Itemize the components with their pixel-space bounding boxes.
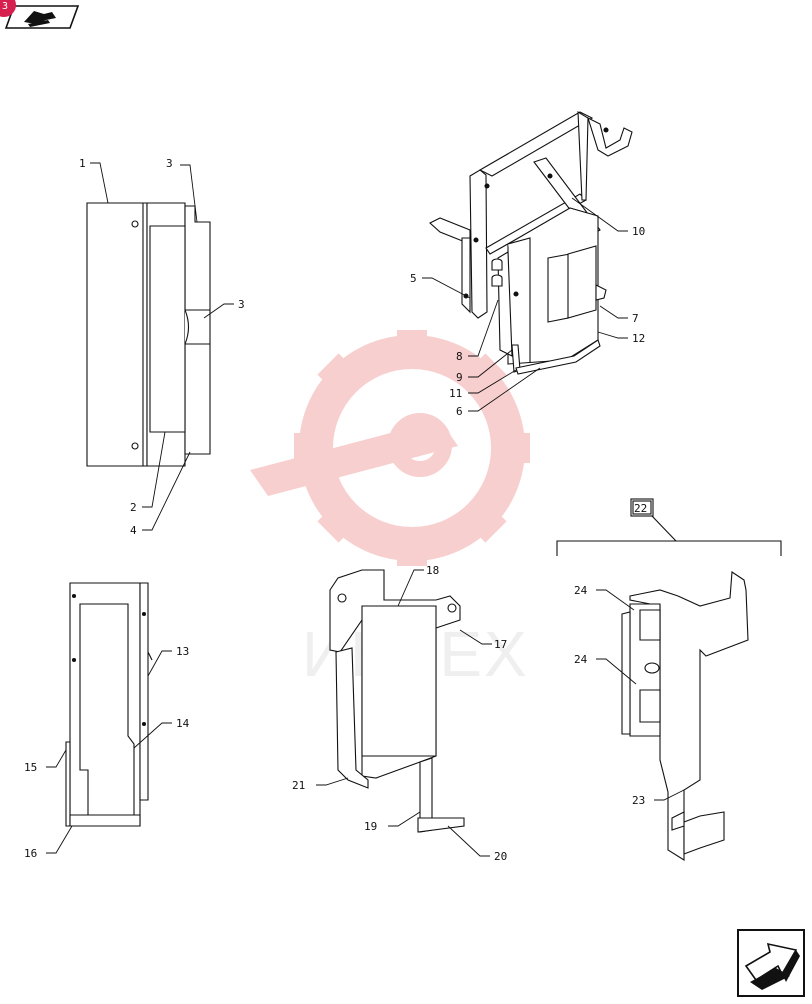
callout-14: 14	[176, 717, 190, 730]
callout-8: 8	[456, 350, 463, 363]
callout-23: 23	[632, 794, 645, 807]
callout-17: 17	[494, 638, 507, 651]
part-group-bracket-assembly	[429, 111, 633, 375]
part-group-panel-left	[86, 202, 211, 467]
callout-6: 6	[456, 405, 463, 418]
callout-11: 11	[449, 387, 462, 400]
svg-text:3: 3	[2, 1, 8, 12]
next-page-arrow-icon[interactable]	[737, 929, 805, 997]
gear-wrench-icon	[294, 330, 530, 566]
kit-bracket	[556, 498, 782, 556]
callout-12: 12	[632, 332, 645, 345]
part-group-panel-bottom-left	[65, 582, 153, 827]
callouts: 1 3 3 2 4 10 5 7 12 8 9 11 6 22 24 24 23…	[24, 157, 647, 863]
callout-2: 2	[130, 501, 137, 514]
callout-13: 13	[176, 645, 189, 658]
page-corner-badge-icon: 3	[0, 0, 16, 17]
part-group-cover-middle	[329, 569, 465, 833]
callout-3-mid: 3	[238, 298, 245, 311]
leader-lines-group-b	[422, 197, 628, 412]
callout-5: 5	[410, 272, 417, 285]
callout-20: 20	[494, 850, 507, 863]
callout-21: 21	[292, 779, 305, 792]
leader-lines-group-c	[46, 650, 172, 854]
callout-3-top: 3	[166, 157, 173, 170]
callout-4: 4	[130, 524, 137, 537]
callout-19: 19	[364, 820, 377, 833]
callout-15: 15	[24, 761, 37, 774]
callout-10: 10	[632, 225, 645, 238]
leader-lines-group-d	[316, 569, 492, 857]
leader-lines-group-e	[596, 589, 685, 801]
callout-24-bottom: 24	[574, 653, 588, 666]
leader-lines-group-a	[90, 162, 234, 531]
callout-7: 7	[632, 312, 639, 325]
part-group-bracket-kit	[621, 571, 749, 861]
callout-1: 1	[79, 157, 86, 170]
open-book-icon[interactable]	[4, 5, 80, 29]
callout-18: 18	[426, 564, 439, 577]
callout-9: 9	[456, 371, 463, 384]
callout-24-top: 24	[574, 584, 588, 597]
callout-22: 22	[634, 502, 647, 515]
callout-16: 16	[24, 847, 37, 860]
